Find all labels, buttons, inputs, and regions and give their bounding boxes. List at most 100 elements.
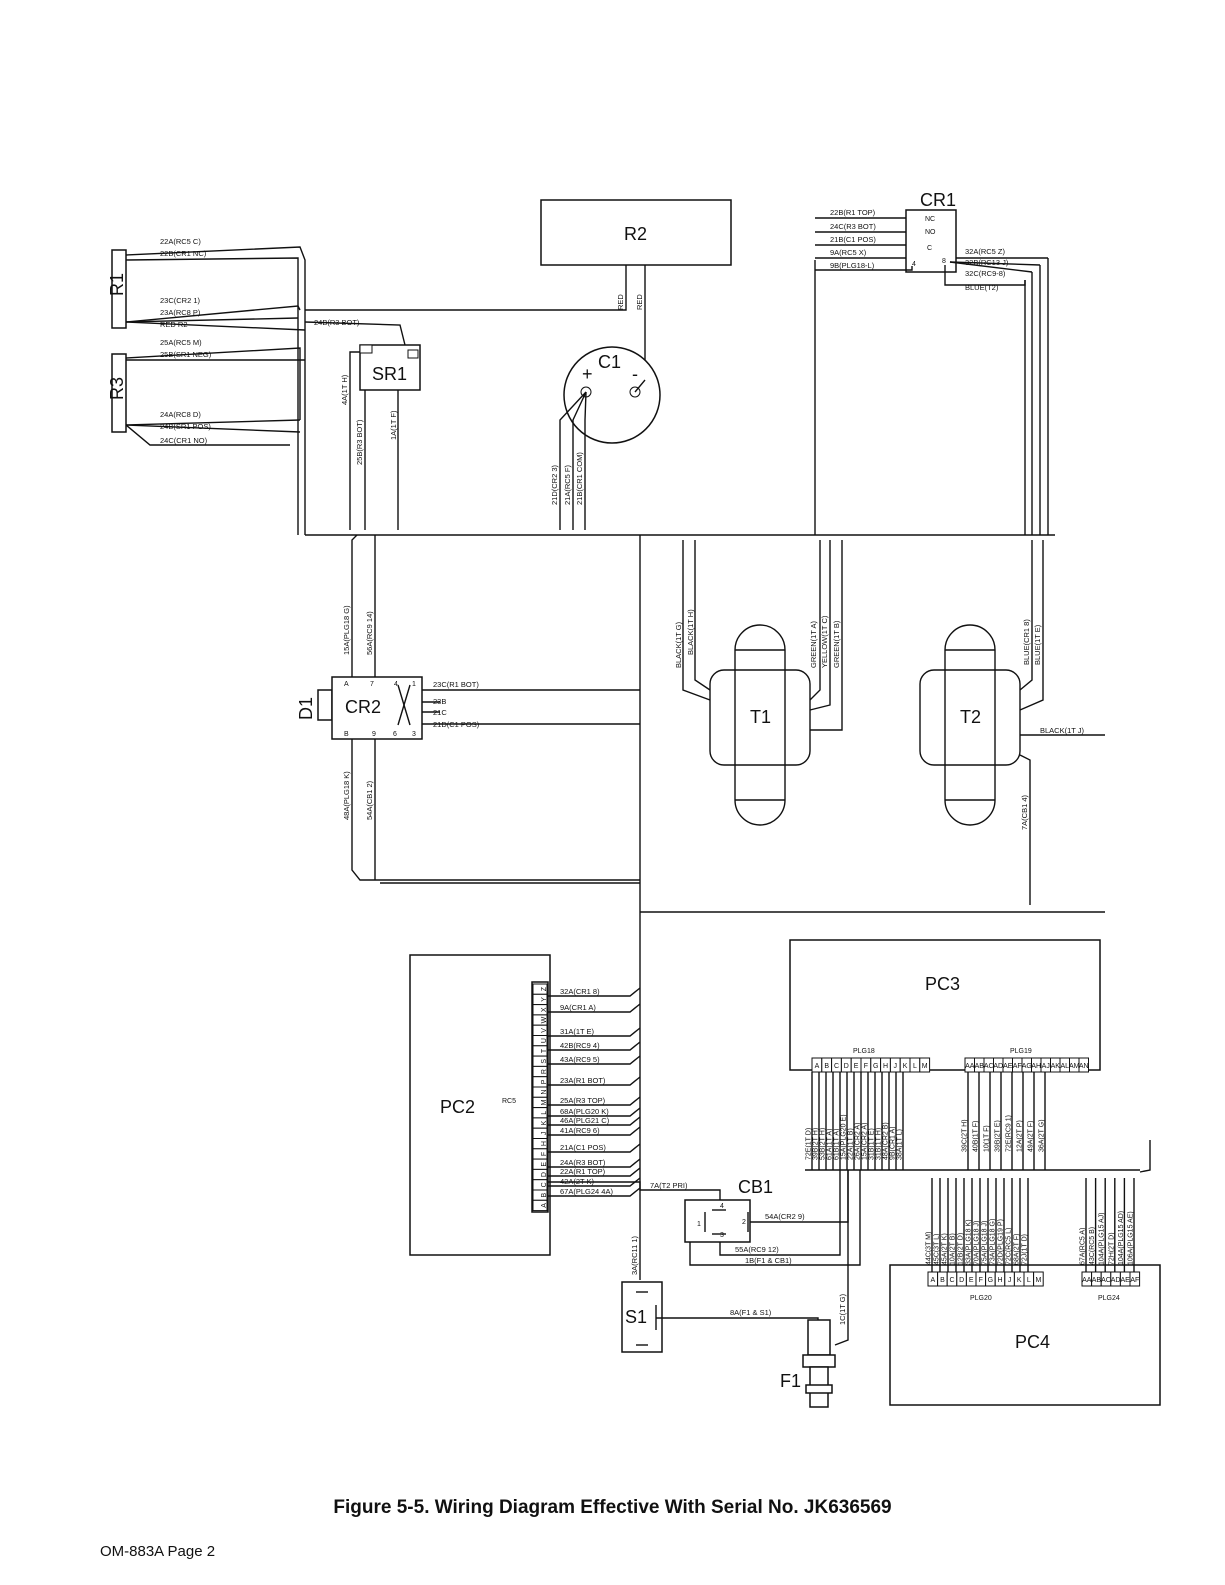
pc2-wire-label: 41A(RC9 6) [560,1126,600,1135]
wire-label-s1-0: 3A(RC11 1) [630,1235,639,1275]
wire-label-cr1-out-1: 32B(RC13 J) [965,258,1009,267]
fuse-f1: 1C(1T G) F1 [780,1170,849,1408]
wire-label-t2-3: 7A(CB1 4) [1020,794,1029,830]
pc2-wire [548,1027,641,1037]
wire-label-sr1-left: 4A(1T H) [340,374,349,405]
plg18-wire-label: 9B(CR1 A) [890,1127,897,1160]
plg19-pin-label: AB [975,1063,985,1070]
cr2-pin-a: A [344,681,349,688]
rc5-pin-label: A [541,1203,548,1208]
wire-label-r3-1: 25B(SR1 NEG) [160,350,212,359]
plg24-wire-label: 43C(RC5 B) [1089,1227,1096,1265]
plg19-wire-label: 39C(2T H) [962,1119,969,1152]
transformer-t1: T1 BLACK(1T G) BLACK(1T H) GREEN(1T A) Y… [674,540,843,826]
plg20-pin-label: K [1017,1277,1022,1284]
plg20-wire-label: 33A(PLG18 K) [966,1219,973,1265]
wire-label-sr1-bottom-1: 1A(1T F) [389,410,398,440]
pc2-wire [548,1096,641,1106]
relay-cr1: CR1 NC NO C 4 8 22B(R1 TOP) 24C(R3 BOT) … [815,190,1048,292]
wire-label-cr2-bottom-0: 48A(PLG18 K) [342,771,351,820]
t1-label: T1 [750,707,771,727]
rc5-label: RC5 [502,1098,516,1105]
f1-label: F1 [780,1371,801,1391]
plg19-pin-label: AL [1060,1063,1069,1070]
wire-label-t2-0: BLUE(CR1 8) [1022,619,1031,665]
wire-label-t1-1: BLACK(1T H) [686,609,695,655]
wire-label-cr1-in-3: 9A(RC5 X) [830,248,867,257]
cr2-pin-7: 7 [370,681,374,688]
plg18-wire-label: 15A(CR2 A) [862,1123,869,1160]
cr2-pin-4: 4 [394,681,398,688]
pc2-wire [548,1116,641,1126]
wire-label-t1-4: GREEN(1T B) [832,620,841,668]
pc2-wire [548,1187,641,1197]
wire-label-cr1-out-3: BLUE(T2) [965,283,999,292]
plg20-wire-label: 10A(2T B) [950,1233,957,1265]
wire-label-cb1-0: 7A(T2 PRI) [650,1181,688,1190]
plg24-label: PLG24 [1098,1295,1120,1302]
pc2-wire-label: 32A(CR1 8) [560,987,600,996]
sr1-label: SR1 [372,364,407,384]
wire-label-t2-2: BLACK(1T J) [1040,726,1085,735]
pc2-wire-label: 22A(R1 TOP) [560,1167,606,1176]
pc2-wire-group: 32A(CR1 8)9A(CR1 A)31A(1T E)42B(RC9 4)43… [548,987,641,1197]
rc5-pin-box [532,1199,548,1212]
cr1-label: CR1 [920,190,956,210]
c1-minus: - [632,364,638,384]
rc5-pin-label: T [541,1048,548,1053]
pc2-wire-label: 24A(R3 BOT) [560,1158,606,1167]
pc2-wire [548,1177,641,1187]
c1-plus: + [582,364,593,384]
plg24-wire-label: 106A(PLG15 AE) [1128,1211,1135,1265]
plg20-pin-label: E [969,1277,974,1284]
cr1-pin-no: NO [925,229,936,236]
cr2-pin-9: 9 [372,731,376,738]
wire-label-t2-1: BLUE(1T E) [1033,624,1042,665]
plg18-pin-label: K [903,1063,908,1070]
plg18-pin-label: A [815,1063,820,1070]
plg19-wire-label: 72E(RC9 1) [1006,1115,1013,1152]
wire-label-r2-0: RED [616,294,625,310]
wire-label-t1-2: GREEN(1T A) [809,621,818,668]
plg19-pin-label: AM [1069,1063,1080,1070]
plg20-pin-label: C [949,1277,954,1284]
plg19-wire-label: 12A(2T P) [1017,1120,1024,1152]
wire-label-cb1-1: 54A(CR2 9) [765,1212,805,1221]
plg20-wire-label: 12B(2T D) [958,1233,965,1265]
plg20-wire-label: 70A(PLG18 J) [974,1221,981,1265]
plg20-pin-label: J [1008,1277,1012,1284]
plg18-pin-label: B [824,1063,829,1070]
plg20-wire-label: 73A(PLG18 G) [990,1219,997,1265]
plg18-wire-label: 15A(PLG20 E) [841,1114,848,1160]
cr1-pin-8: 8 [942,258,946,265]
t2-label: T2 [960,707,981,727]
rc5-pin-label: H [541,1141,548,1146]
plg18-wire-label: 31B(1T E) [869,1128,876,1160]
rc5-pin-label: U [541,1038,548,1043]
pc2-wire-label: 46A(PLG21 C) [560,1116,610,1125]
plg18-pin-box [919,1057,931,1073]
wire-label-cr1-out-2: 32C(RC9-8) [965,269,1006,278]
cr2-pin-6: 6 [393,731,397,738]
pc3-label: PC3 [925,974,960,994]
plg19-pin-label: AH [1031,1063,1041,1070]
rc5-pin-label: K [541,1120,548,1125]
bus-lines [305,258,1105,1170]
pc2-wire [548,1003,641,1013]
plg20-wire-label: 45A(2T K) [942,1233,949,1265]
plg24-wire-group: 67A(RC5 A)43C(RC5 B)104A(PLG15 AJ)72H(2T… [1080,1178,1135,1272]
plg20-pin-label: D [959,1277,964,1284]
wire-label-cr2-right-3: 21D(C1 POS) [433,720,480,729]
plg20-pin-label: G [988,1277,993,1284]
wire-label-cr2-right-2: 21C [433,708,447,717]
plg19-wire-group: 39C(2T H)40B(1T F)10(1T F)39B(2T E)72E(R… [962,1072,1046,1170]
plg18-pin-label: G [873,1063,878,1070]
pc2-wire-label: 42B(RC9 4) [560,1041,600,1050]
wire-label-cr2-top-0: 15A(PLG18 G) [342,605,351,655]
plg18-wire-label: 53B(2T H) [820,1128,827,1160]
s1-label: S1 [625,1307,647,1327]
